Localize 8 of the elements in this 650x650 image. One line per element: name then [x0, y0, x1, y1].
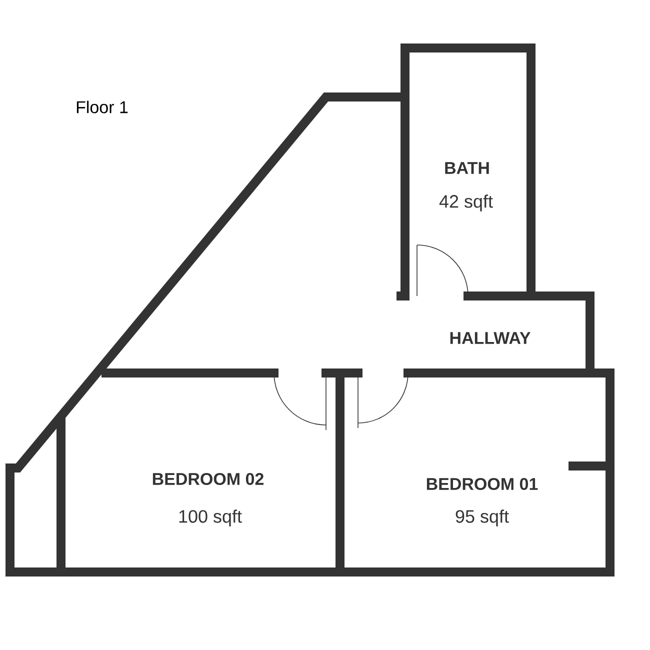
room-name: BATH — [445, 162, 489, 174]
area-label: 95 sqft — [456, 510, 509, 526]
title: Floor 1 — [76, 100, 128, 114]
room-name: BEDROOM 02 — [152, 472, 264, 486]
area-label: 42 sqft — [439, 194, 493, 212]
room-name: HALLWAY — [450, 332, 531, 344]
area-label: 100 sqft — [179, 510, 242, 526]
room-name: BEDROOM 01 — [426, 478, 538, 490]
